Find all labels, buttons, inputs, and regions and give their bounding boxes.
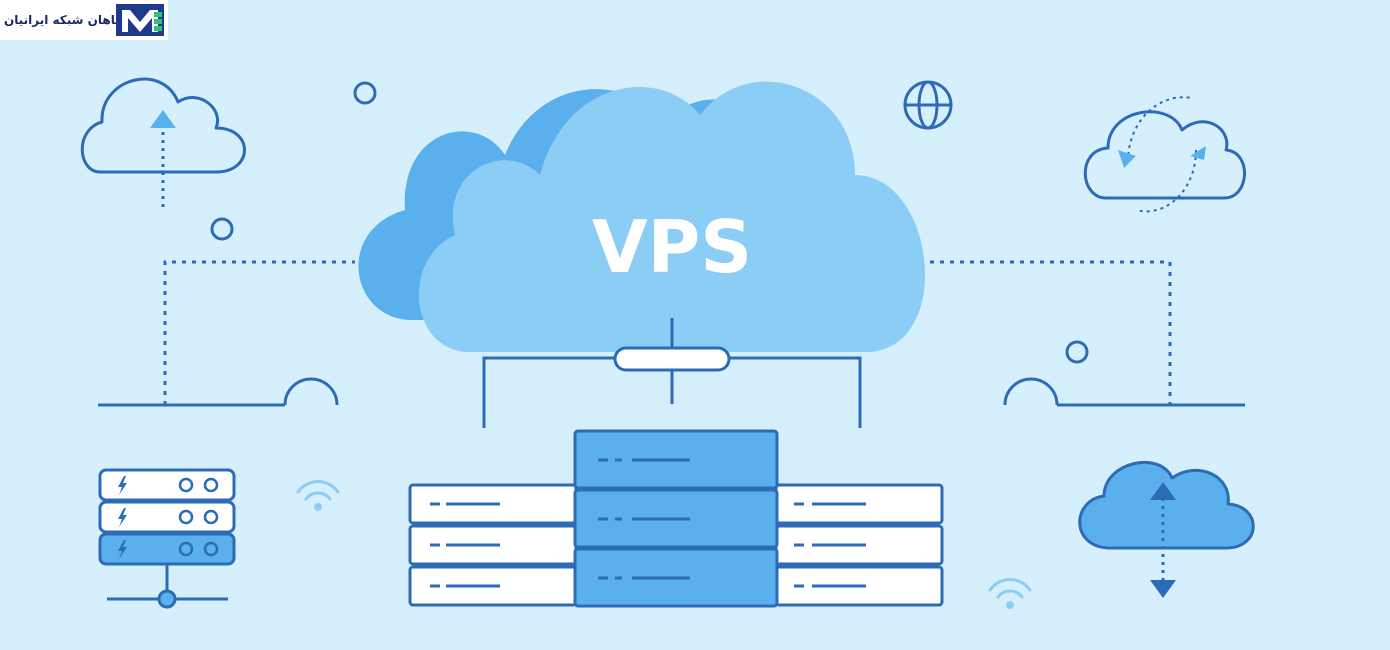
decor-circles [210, 81, 1089, 364]
wifi-icon [296, 480, 1032, 609]
dotted-connectors [163, 260, 1172, 405]
brand-logo-icon [116, 4, 164, 36]
cloud-sync-icon [1083, 96, 1246, 213]
brand-name: ماهان شبکه ایرانیان [4, 13, 123, 27]
vps-label: VPS [592, 205, 752, 289]
ground-lines [98, 377, 1245, 407]
globe-icon [903, 80, 953, 130]
cloud-server-connector [482, 318, 862, 428]
vps-server-stack-icon [408, 429, 944, 608]
cloud-transfer-icon [1078, 461, 1255, 598]
vps-cloud: VPS [358, 81, 926, 352]
server-rack-icon [98, 468, 236, 609]
cloud-upload-icon [80, 77, 246, 207]
brand-badge: ماهان شبکه ایرانیان [0, 0, 168, 40]
server-indicators [430, 458, 866, 588]
